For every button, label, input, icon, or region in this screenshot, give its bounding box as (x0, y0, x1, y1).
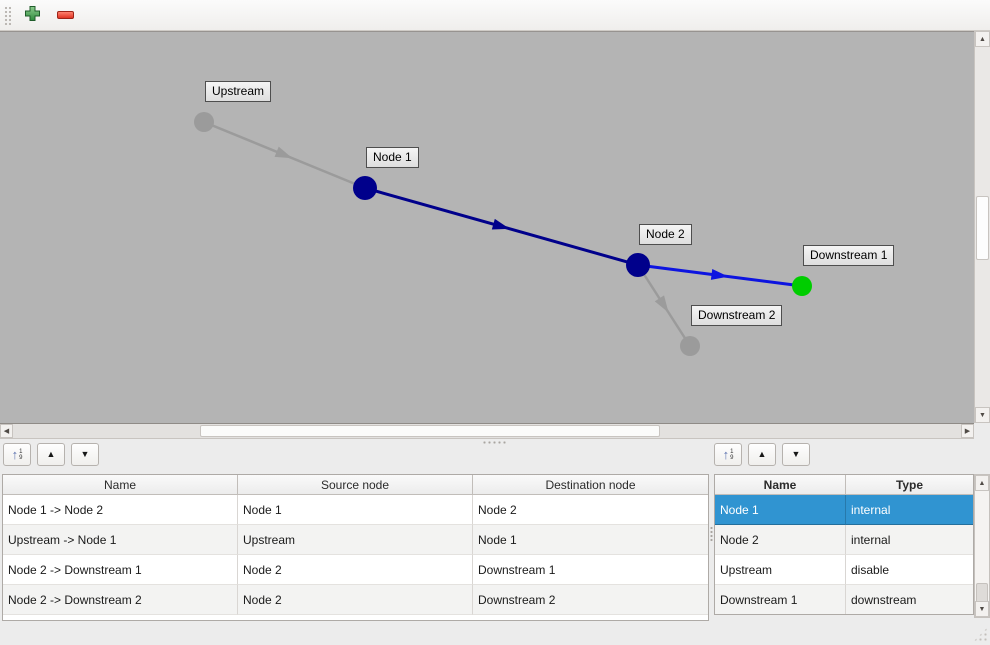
node-table-header: Name Type (715, 475, 973, 495)
table-cell: Upstream (715, 555, 846, 585)
move-down-icon: ▼ (791, 449, 801, 459)
canvas-vertical-scrollbar[interactable]: ▲ ▼ (974, 31, 990, 423)
remove-node-button[interactable] (52, 2, 78, 28)
table-cell: Downstream 1 (715, 585, 846, 614)
scroll-right-button[interactable]: ▶ (961, 424, 974, 438)
node-label[interactable]: Node 1 (366, 147, 419, 168)
table-cell: Node 1 (715, 495, 846, 525)
move-down-button[interactable]: ▼ (782, 443, 810, 466)
table-cell: Node 2 (473, 495, 708, 525)
table-cell: disable (846, 555, 973, 585)
table-cell: downstream (846, 585, 973, 614)
table-cell: Node 1 (473, 525, 708, 555)
scroll-left-button[interactable]: ◀ (0, 424, 13, 438)
scrollbar-corner (974, 423, 990, 439)
splitter-grip-icon (482, 441, 508, 444)
column-header[interactable]: Name (3, 475, 238, 494)
window-resize-grip-icon[interactable] (973, 627, 988, 642)
horizontal-scroll-thumb[interactable] (200, 425, 660, 437)
scroll-up-button[interactable]: ▲ (975, 475, 989, 491)
table-cell: Node 2 (238, 555, 473, 585)
scroll-down-button[interactable]: ▼ (975, 601, 989, 617)
column-header[interactable]: Source node (238, 475, 473, 494)
node-label[interactable]: Downstream 1 (803, 245, 895, 266)
graph-node[interactable] (353, 176, 377, 200)
table-cell: Node 2 (715, 525, 846, 555)
toolbar-grip-handle[interactable] (3, 5, 11, 25)
edge-arrowhead-icon (710, 268, 729, 280)
table-cell: Upstream (238, 525, 473, 555)
vertical-pane-splitter[interactable] (709, 474, 714, 621)
canvas-horizontal-scrollbar[interactable]: ◀ ▶ (0, 423, 974, 439)
edge-arrowhead-icon (491, 218, 510, 230)
table-cell: Node 2 (238, 585, 473, 615)
table-cell: internal (846, 495, 973, 525)
column-header[interactable]: Name (715, 475, 846, 494)
table-cell: internal (846, 525, 973, 555)
move-up-button[interactable]: ▲ (748, 443, 776, 466)
main-toolbar (0, 0, 990, 31)
table-cell: Upstream -> Node 1 (3, 525, 238, 555)
move-down-icon: ▼ (80, 449, 90, 459)
graph-node[interactable] (792, 276, 812, 296)
table-cell: Downstream 1 (473, 555, 708, 585)
node-label[interactable]: Downstream 2 (691, 305, 783, 326)
edge-arrowhead-icon (654, 295, 669, 313)
table-cell: Downstream 2 (473, 585, 708, 615)
plus-icon (24, 5, 41, 25)
horizontal-pane-splitter[interactable] (0, 439, 990, 445)
table-cell: Node 2 -> Downstream 1 (3, 555, 238, 585)
splitter-grip-icon (710, 526, 713, 542)
table-cell: Node 1 (238, 495, 473, 525)
vertical-scroll-thumb[interactable] (976, 196, 989, 260)
graph-node[interactable] (626, 253, 650, 277)
move-up-icon: ▲ (757, 449, 767, 459)
graph-node[interactable] (680, 336, 700, 356)
graph-node[interactable] (194, 112, 214, 132)
scroll-down-button[interactable]: ▼ (975, 407, 990, 423)
table-cell: Node 1 -> Node 2 (3, 495, 238, 525)
edge-arrowhead-icon (274, 146, 293, 159)
node-label[interactable]: Upstream (205, 81, 272, 102)
scroll-up-button[interactable]: ▲ (975, 31, 990, 47)
table-cell: Node 2 -> Downstream 2 (3, 585, 238, 615)
column-header[interactable]: Destination node (545, 477, 636, 492)
move-up-button[interactable]: ▲ (37, 443, 65, 466)
node-table-scrollbar[interactable]: ▲ ▼ (974, 474, 990, 618)
move-down-button[interactable]: ▼ (71, 443, 99, 466)
move-up-icon: ▲ (46, 449, 56, 459)
minus-icon (56, 11, 74, 19)
column-header[interactable]: Type (895, 477, 924, 492)
graph-svg (194, 112, 812, 356)
node-label[interactable]: Node 2 (639, 224, 692, 245)
add-node-button[interactable] (19, 2, 45, 28)
